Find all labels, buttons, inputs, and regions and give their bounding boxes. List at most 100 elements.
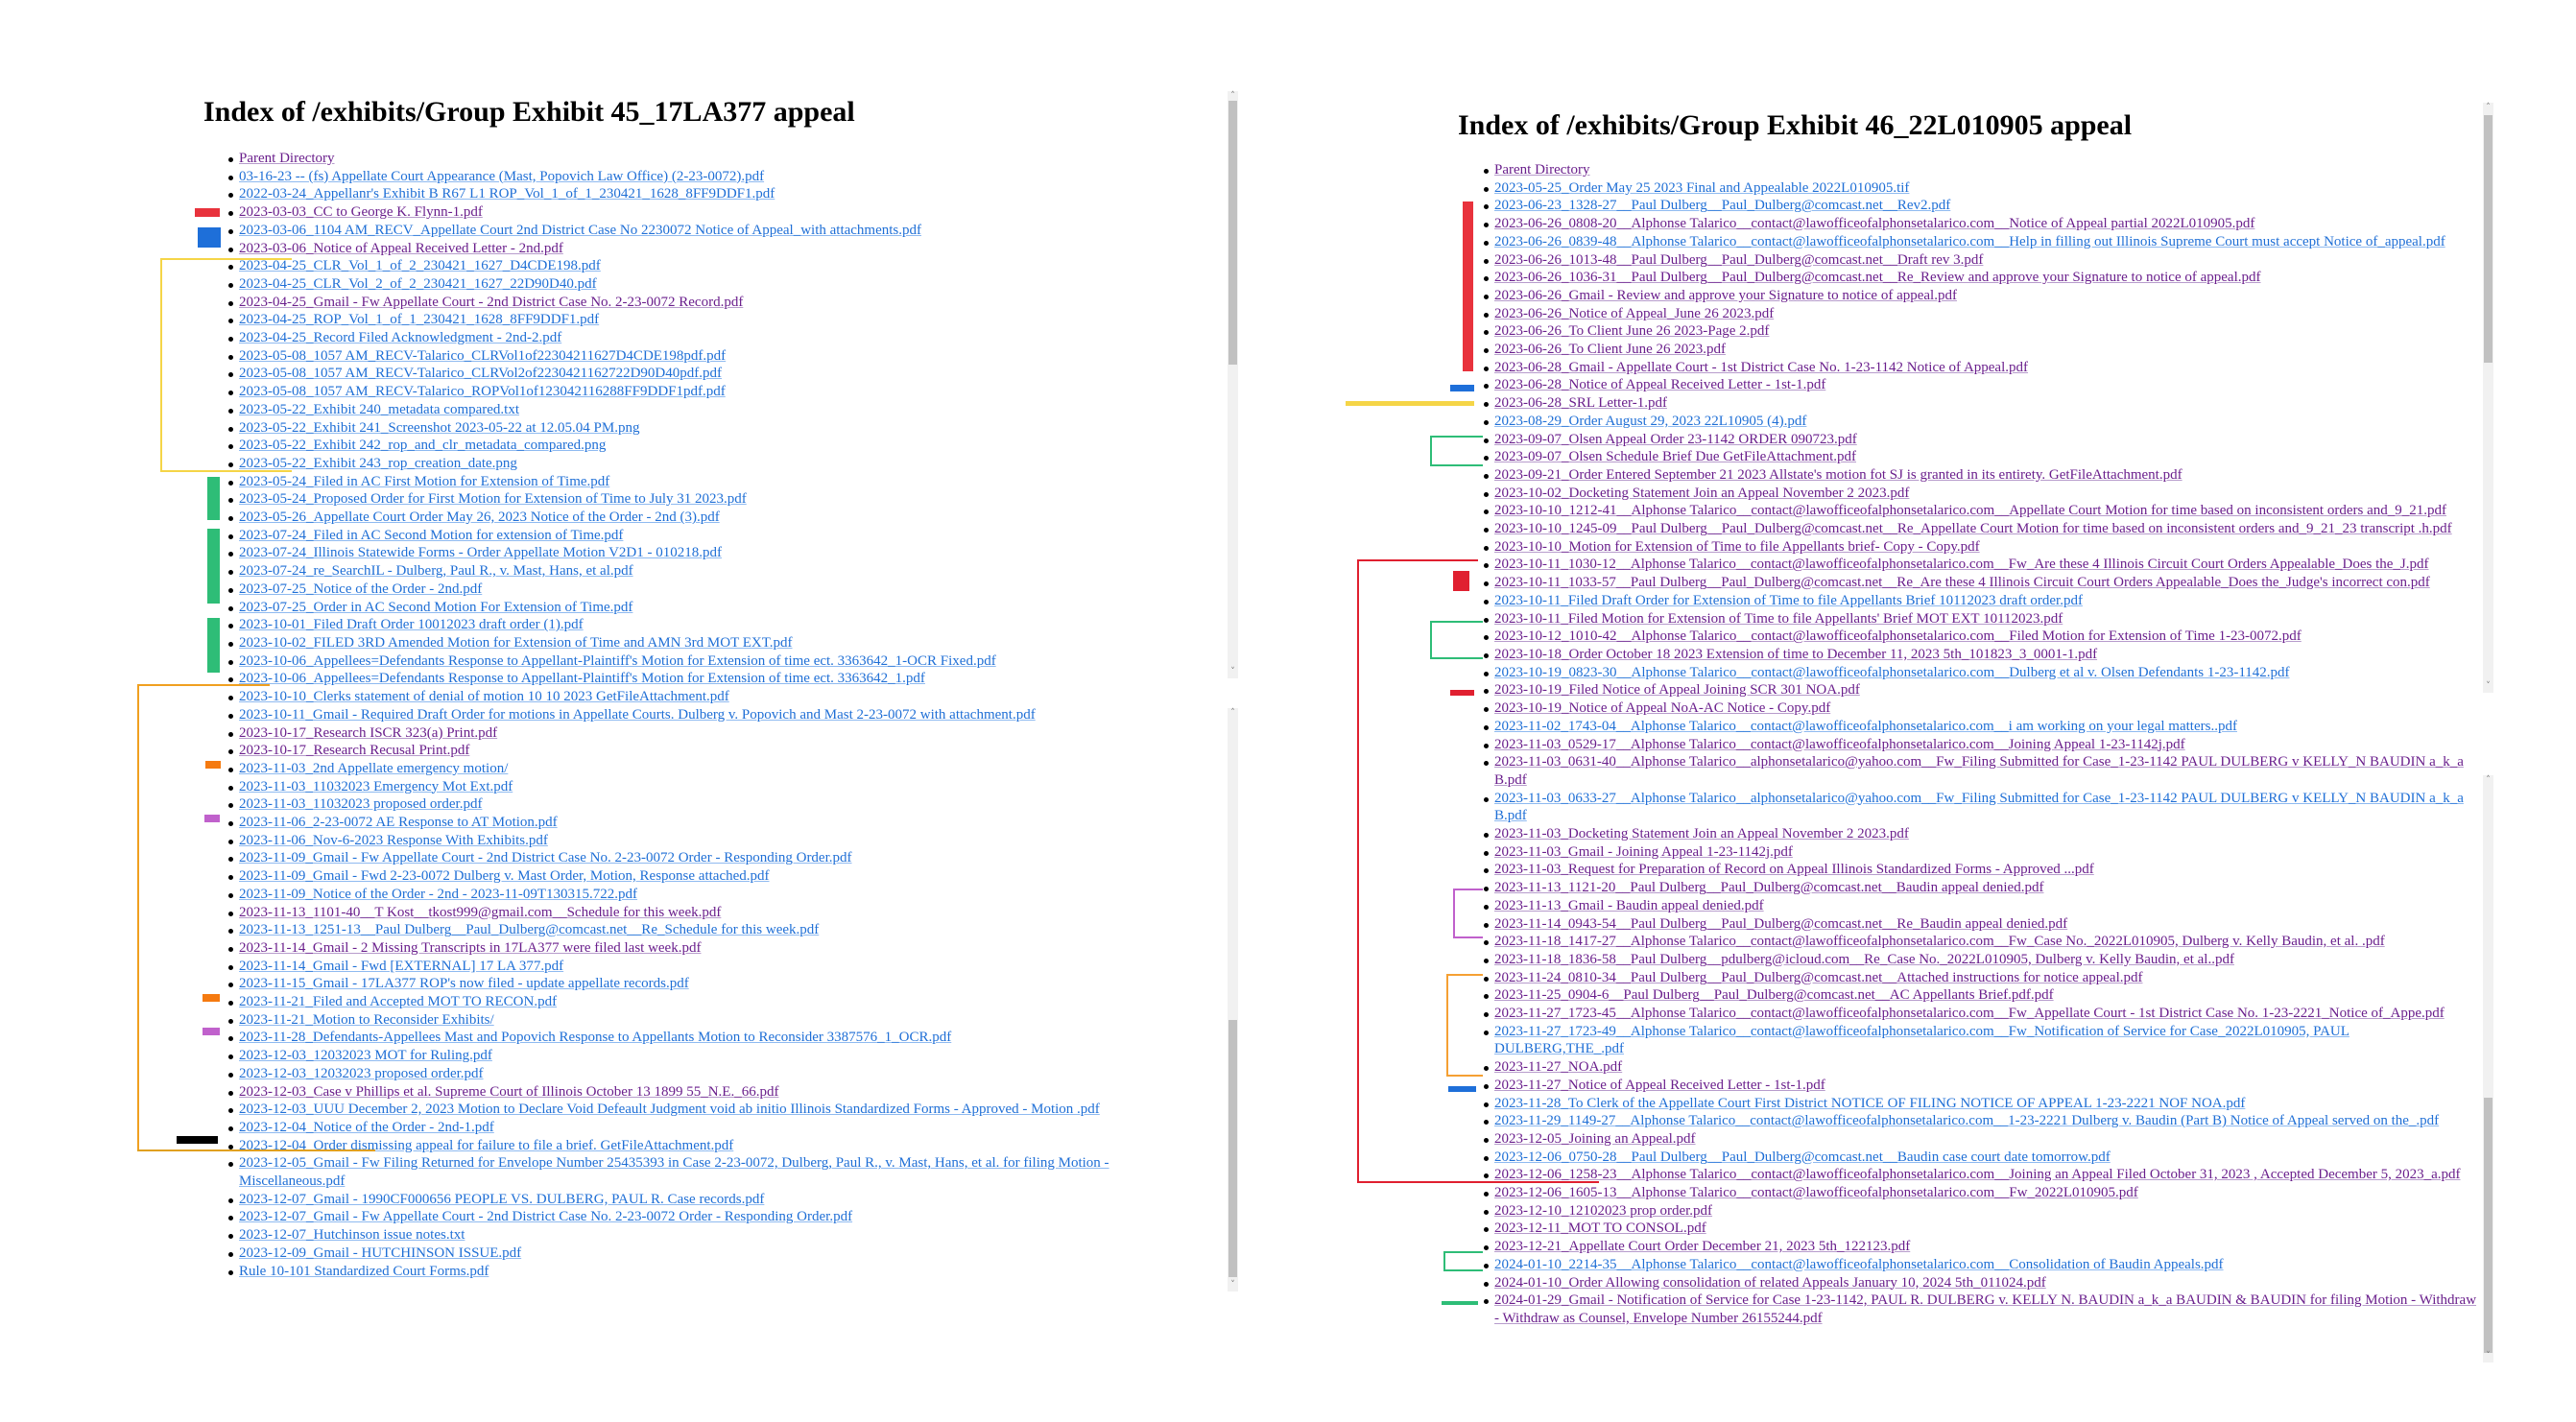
file-link[interactable]: 2023-11-13_1101-40__T Kost__tkost999@gma… [239,904,722,920]
file-link[interactable]: 2023-10-11_Filed Motion for Extension of… [1494,610,2063,627]
file-link[interactable]: 2023-05-22_Exhibit 242_rop_and_clr_metad… [239,438,607,454]
scroll-down-icon[interactable]: ˅ [2486,1351,2491,1361]
file-link[interactable]: 2023-11-06_Nov-6-2023 Response With Exhi… [239,832,548,848]
file-link[interactable]: 2023-11-02_1743-04__Alphonse Talarico__c… [1494,718,2237,734]
file-link[interactable]: 2023-12-06_1258-23__Alphonse Talarico__c… [1494,1167,2461,1183]
scrollbar-thumb[interactable] [1228,1020,1237,1277]
file-link[interactable]: 2023-03-06_Notice of Appeal Received Let… [239,240,563,256]
file-link[interactable]: 2023-04-25_Record Filed Acknowledgment -… [239,330,562,346]
file-link[interactable]: 2023-05-08_1057 AM_RECV-Talarico_ROPVol1… [239,384,726,400]
file-link[interactable]: 2023-05-22_Exhibit 243_rop_creation_date… [239,455,517,471]
scroll-down-icon[interactable]: ˅ [2486,681,2491,691]
file-link[interactable]: 2023-11-03_11032023 proposed order.pdf [239,796,483,813]
file-link[interactable]: 2023-10-11_Filed Draft Order for Extensi… [1494,592,2083,608]
file-link[interactable]: 2023-05-25_Order May 25 2023 Final and A… [1494,179,1910,196]
file-link[interactable]: 2023-05-26_Appellate Court Order May 26,… [239,510,720,526]
file-link[interactable]: 2023-11-03_Docketing Statement Join an A… [1494,826,1909,842]
file-link[interactable]: 2023-04-25_CLR_Vol_2_of_2_230421_1627_22… [239,275,597,292]
file-link[interactable]: 2023-06-26_Gmail - Review and approve yo… [1494,287,1957,303]
file-link[interactable]: 2023-05-08_1057 AM_RECV-Talarico_CLRVol1… [239,347,727,364]
left-scrollbar-lower[interactable]: ˄ ˅ [1228,708,1238,1292]
file-link[interactable]: 2023-05-22_Exhibit 241_Screenshot 2023-0… [239,419,640,436]
file-link[interactable]: 2023-05-08_1057 AM_RECV-Talarico_CLRVol2… [239,366,723,382]
file-link[interactable]: 2023-11-28_To Clerk of the Appellate Cou… [1494,1095,2246,1111]
file-link[interactable]: 2023-07-24_Filed in AC Second Motion for… [239,527,624,543]
file-link[interactable]: 2023-11-13_1121-20__Paul Dulberg__Paul_D… [1494,880,2044,896]
scrollbar-thumb[interactable] [2484,1098,2493,1353]
file-link[interactable]: 2023-10-19_Notice of Appeal NoA-AC Notic… [1494,700,1831,717]
file-link[interactable]: 2023-10-17_Research ISCR 323(a) Print.pd… [239,724,498,741]
file-link[interactable]: 2023-03-03_CC to George K. Flynn-1.pdf [239,204,483,221]
file-link[interactable]: 2023-12-09_Gmail - HUTCHINSON ISSUE.pdf [239,1244,522,1261]
file-link[interactable]: 2024-01-10_2214-35__Alphonse Talarico__c… [1494,1256,2224,1272]
file-link[interactable]: 2023-12-05_Joining an Appeal.pdf [1494,1130,1696,1147]
file-link[interactable]: 2023-11-27_Notice of Appeal Received Let… [1494,1077,1825,1093]
file-link[interactable]: 2023-12-03_UUU December 2, 2023 Motion t… [239,1102,1100,1118]
file-link[interactable]: 2023-10-19_0823-30__Alphonse Talarico__c… [1494,664,2290,680]
scroll-up-icon[interactable]: ˄ [1230,708,1235,718]
file-link[interactable]: 2023-12-04_Notice of the Order - 2nd-1.p… [239,1119,494,1135]
file-link[interactable]: 2023-11-13_1251-13__Paul Dulberg__Paul_D… [239,922,820,938]
file-link[interactable]: 2023-09-07_Olsen Schedule Brief Due GetF… [1494,449,1856,465]
file-link[interactable]: 2023-10-10_1245-09__Paul Dulberg__Paul_D… [1494,521,2452,537]
file-link[interactable]: 2023-04-25_Gmail - Fw Appellate Court - … [239,294,744,310]
file-link[interactable]: 2023-11-29_1149-27__Alphonse Talarico__c… [1494,1113,2440,1129]
file-link[interactable]: 2023-12-04_Order dismissing appeal for f… [239,1137,734,1153]
scrollbar-thumb[interactable] [1228,101,1237,365]
file-link[interactable]: 2023-10-17_Research Recusal Print.pdf [239,743,470,759]
file-link[interactable]: 2023-10-11_Gmail - Required Draft Order … [239,706,1036,723]
file-link[interactable]: 2023-12-10_12102023 prop order.pdf [1494,1202,1713,1219]
file-link[interactable]: 2023-11-27_NOA.pdf [1494,1059,1623,1076]
file-link[interactable]: 2023-11-03_0529-17__Alphonse Talarico__c… [1494,736,2185,752]
file-link[interactable]: 2023-10-11_1033-57__Paul Dulberg__Paul_D… [1494,575,2430,591]
file-link[interactable]: 2023-07-25_Order in AC Second Motion For… [239,599,633,615]
file-link[interactable]: 2023-10-01_Filed Draft Order 10012023 dr… [239,617,584,633]
file-link[interactable]: 2023-10-02_FILED 3RD Amended Motion for … [239,634,793,651]
file-link[interactable]: 2023-11-09_Gmail - Fw Appellate Court - … [239,850,852,866]
file-link[interactable]: 2023-10-02_Docketing Statement Join an A… [1494,485,1910,501]
file-link[interactable]: 2023-11-06_2-23-0072 AE Response to AT M… [239,815,558,831]
scroll-down-icon[interactable]: ˅ [1230,667,1235,676]
file-link[interactable]: 2023-12-07_Gmail - 1990CF000656 PEOPLE V… [239,1191,765,1207]
file-link[interactable]: 2023-11-24_0810-34__Paul Dulberg__Paul_D… [1494,969,2143,985]
file-link[interactable]: 2023-09-07_Olsen Appeal Order 23-1142 OR… [1494,431,1857,447]
file-link[interactable]: Rule 10-101 Standardized Court Forms.pdf [239,1263,489,1279]
file-link[interactable]: 2023-11-09_Notice of the Order - 2nd - 2… [239,886,638,902]
file-link[interactable]: 2023-10-11_1030-12__Alphonse Talarico__c… [1494,557,2429,573]
file-link[interactable]: 2023-06-26_1036-31__Paul Dulberg__Paul_D… [1494,270,2261,286]
file-link[interactable]: 2023-04-25_CLR_Vol_1_of_2_230421_1627_D4… [239,258,601,274]
file-link[interactable]: 2023-12-06_0750-28__Paul Dulberg__Paul_D… [1494,1149,2111,1165]
right-scrollbar-lower[interactable]: ˄ ˅ [2483,775,2493,1363]
file-link[interactable]: 2023-12-06_1605-13__Alphonse Talarico__c… [1494,1185,2138,1201]
file-link[interactable]: 03-16-23 -- (fs) Appellate Court Appeara… [239,168,765,184]
left-scrollbar-upper[interactable]: ˄ ˅ [1228,91,1238,678]
file-link[interactable]: 2023-07-24_Illinois Statewide Forms - Or… [239,545,722,561]
file-link[interactable]: 2023-10-10_Motion for Extension of Time … [1494,538,1980,555]
file-link[interactable]: 2023-11-21_Filed and Accepted MOT TO REC… [239,994,558,1010]
file-link[interactable]: 2023-11-09_Gmail - Fwd 2-23-0072 Dulberg… [239,868,770,885]
file-link[interactable]: 2023-11-03_2nd Appellate emergency motio… [239,760,509,776]
file-link[interactable]: 2023-11-18_1417-27__Alphonse Talarico__c… [1494,934,2385,950]
file-link[interactable]: 2023-05-22_Exhibit 240_metadata compared… [239,401,520,417]
scroll-up-icon[interactable]: ˄ [2486,103,2491,112]
file-link[interactable]: 2023-10-18_Order October 18 2023 Extensi… [1494,646,2098,662]
file-link[interactable]: 2023-06-26_1013-48__Paul Dulberg__Paul_D… [1494,251,1984,268]
scroll-up-icon[interactable]: ˄ [1230,91,1235,101]
file-link[interactable]: 2023-12-03_12032023 MOT for Ruling.pdf [239,1048,492,1064]
file-link[interactable]: 2023-12-05_Gmail - Fw Filing Returned fo… [239,1155,1109,1190]
file-link[interactable]: 2023-06-26_To Client June 26 2023.pdf [1494,342,1727,358]
file-link[interactable]: 2023-10-06_Appellees=Defendants Response… [239,652,996,669]
file-link[interactable]: 2024-01-29_Gmail - Notification of Servi… [1494,1292,2477,1326]
file-link[interactable]: 2023-11-14_Gmail - 2 Missing Transcripts… [239,939,702,956]
parent-directory-link[interactable]: Parent Directory [239,151,335,166]
file-link[interactable]: 2023-10-19_Filed Notice of Appeal Joinin… [1494,682,1860,699]
file-link[interactable]: 2023-11-27_1723-45__Alphonse Talarico__c… [1494,1006,2445,1022]
file-link[interactable]: 2023-10-06_Appellees=Defendants Response… [239,671,925,687]
file-link[interactable]: 2023-11-21_Motion to Reconsider Exhibits… [239,1011,494,1028]
file-link[interactable]: 2023-07-24_re_SearchIL - Dulberg, Paul R… [239,563,633,580]
file-link[interactable]: 2023-05-24_Filed in AC First Motion for … [239,473,610,489]
file-link[interactable]: 2023-09-21_Order Entered September 21 20… [1494,466,2182,483]
scrollbar-thumb[interactable] [2484,115,2493,363]
scroll-up-icon[interactable]: ˄ [2486,775,2491,785]
file-link[interactable]: 2023-11-03_0631-40__Alphonse Talarico__a… [1494,754,2464,788]
